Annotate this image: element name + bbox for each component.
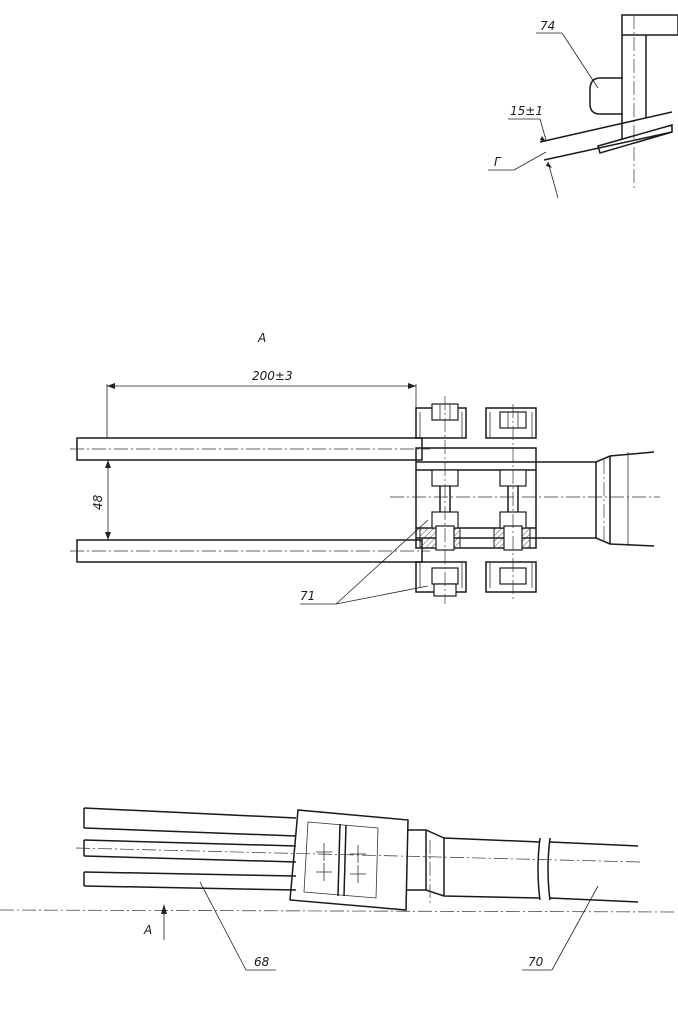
callout-68: 68 <box>254 955 270 969</box>
dimension-200: 200±3 <box>252 369 293 383</box>
bottom-view <box>0 807 675 971</box>
dimension-48: 48 <box>91 494 105 510</box>
view-label: А <box>257 331 266 345</box>
detail-view-top <box>488 14 678 199</box>
callout-71: 71 <box>300 589 315 603</box>
callout-74: 74 <box>540 19 555 33</box>
section-label: Г <box>494 155 502 169</box>
callout-70: 70 <box>528 955 544 969</box>
view-arrow-label: А <box>143 923 152 937</box>
view-a <box>70 383 660 605</box>
dimension-15: 15±1 <box>510 104 543 118</box>
